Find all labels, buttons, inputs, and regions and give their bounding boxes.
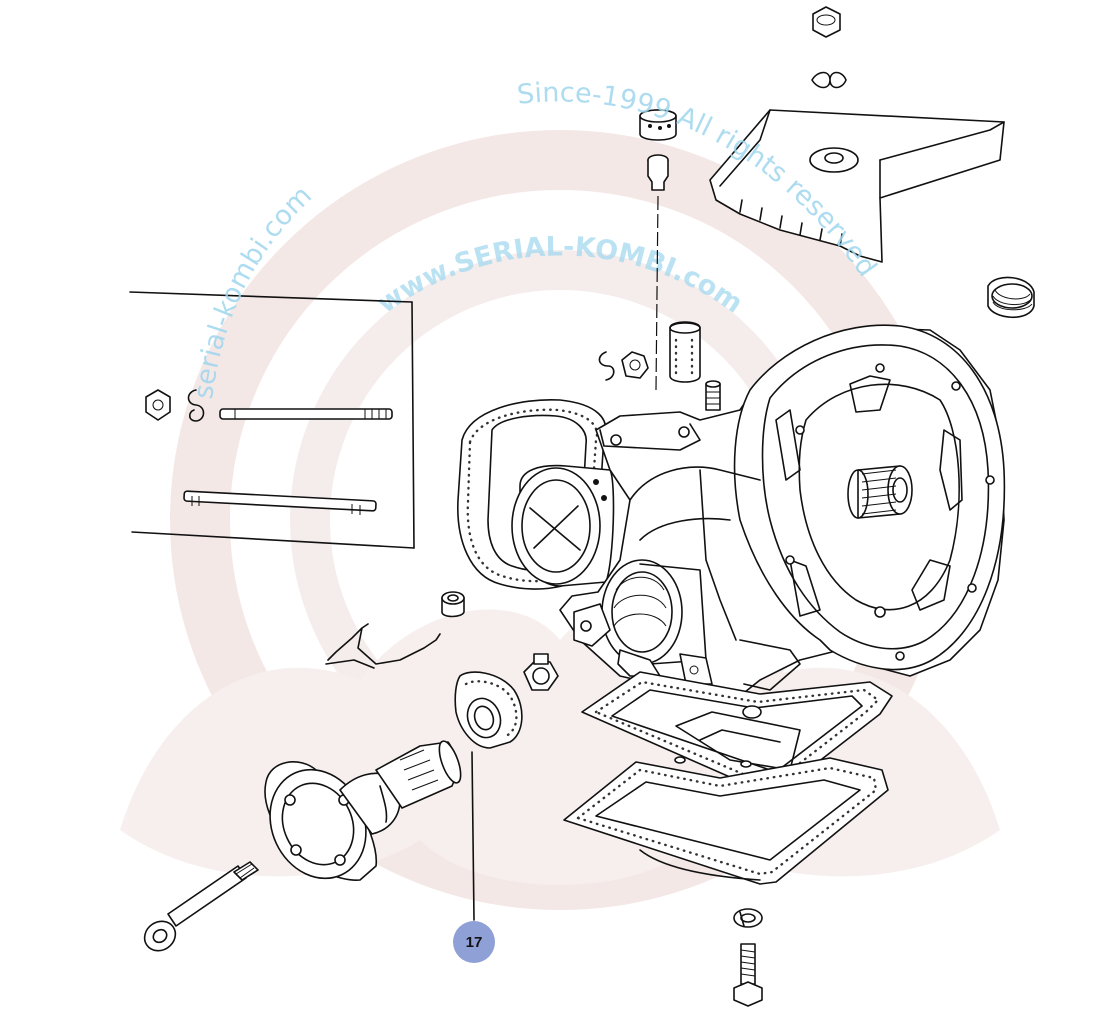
stud-nut-icon	[145, 389, 171, 421]
output-shaft-oil-seal	[454, 671, 523, 749]
small-bushing-icon	[441, 591, 465, 618]
small-nut-icon	[621, 351, 649, 379]
drain-plug-icon	[523, 653, 559, 691]
clip-icon	[598, 351, 615, 381]
breather-plug-icon	[647, 154, 669, 191]
drive-flange-assembly	[264, 740, 462, 881]
rubber-buffer-icon	[669, 321, 701, 383]
callout-badge-label: 17	[466, 934, 483, 951]
breather-stub-icon	[705, 380, 721, 411]
stud-bolt-panel	[129, 291, 415, 549]
spring-washer-icon	[733, 908, 763, 928]
breather-cap-icon	[639, 109, 677, 141]
callout-badge-circle	[453, 921, 495, 963]
oil-pan-gasket-lower	[563, 757, 889, 885]
stud-spring-washer-icon	[187, 389, 205, 422]
input-shaft	[847, 465, 913, 519]
socket-head-bolt-icon	[143, 861, 259, 952]
threaded-insert-icon	[987, 276, 1035, 318]
callout-badge[interactable]: 17	[453, 921, 495, 963]
main-gearbox-housing	[559, 324, 1006, 697]
long-stud-upper	[219, 408, 393, 420]
top-nut-icon	[812, 6, 841, 38]
long-stud-lower	[183, 490, 377, 515]
snap-ring-icon	[325, 623, 441, 669]
callout-leader-17	[471, 751, 475, 921]
hex-bolt-icon	[733, 943, 763, 1007]
side-bearing-cover	[511, 464, 615, 587]
top-lock-washer-icon	[811, 71, 847, 89]
mounting-bracket	[709, 109, 1005, 263]
